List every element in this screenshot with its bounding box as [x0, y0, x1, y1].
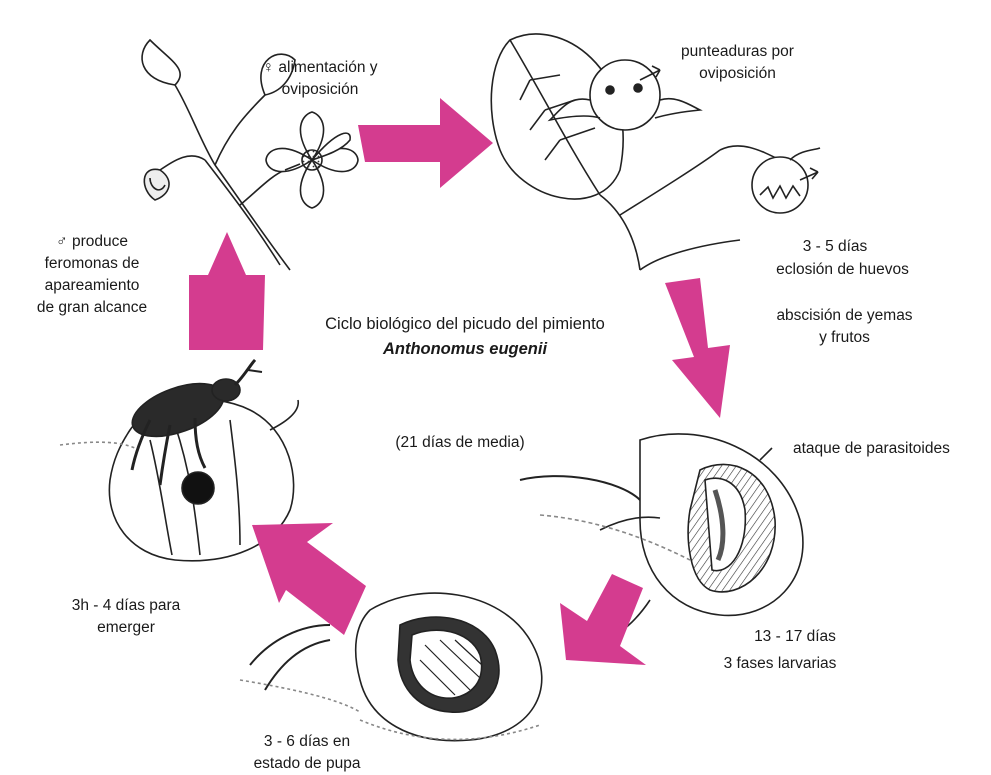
label-female-feeding: ♀ alimentación y oviposición	[235, 57, 405, 101]
label-male-pheromone: ♂ produce feromonas de apareamiento de g…	[22, 231, 162, 319]
average-duration: (21 días de media)	[360, 432, 560, 454]
label-parasitoids: ataque de parasitoides	[793, 438, 983, 460]
arrow-adult-to-flower	[152, 232, 265, 350]
label-egg-days: 3 - 5 días	[785, 236, 885, 258]
arrow-pupa-to-adult	[252, 523, 366, 635]
pupa-fruit-illustration	[240, 593, 542, 741]
label-oviposition-marks: punteaduras por oviposición	[655, 41, 820, 85]
larva-fruit-illustration	[520, 434, 803, 632]
label-emerge: 3h - 4 días para emerger	[46, 595, 206, 639]
arrow-oviposition-to-larva	[665, 278, 730, 418]
species-name: Anthonomus eugenii	[310, 337, 620, 361]
arrow-flower-to-oviposition	[358, 98, 493, 188]
label-egg-hatch: eclosión de huevos	[755, 259, 930, 281]
label-larva-days: 13 - 17 días	[735, 626, 855, 648]
label-pupa: 3 - 6 días en estado de pupa	[232, 731, 382, 775]
arrow-larva-to-pupa	[560, 574, 646, 665]
label-abscission: abscisión de yemas y frutos	[752, 305, 937, 349]
label-larva-stages: 3 fases larvarias	[700, 653, 860, 675]
diagram-title: Ciclo biológico del picudo del pimiento	[260, 312, 670, 336]
